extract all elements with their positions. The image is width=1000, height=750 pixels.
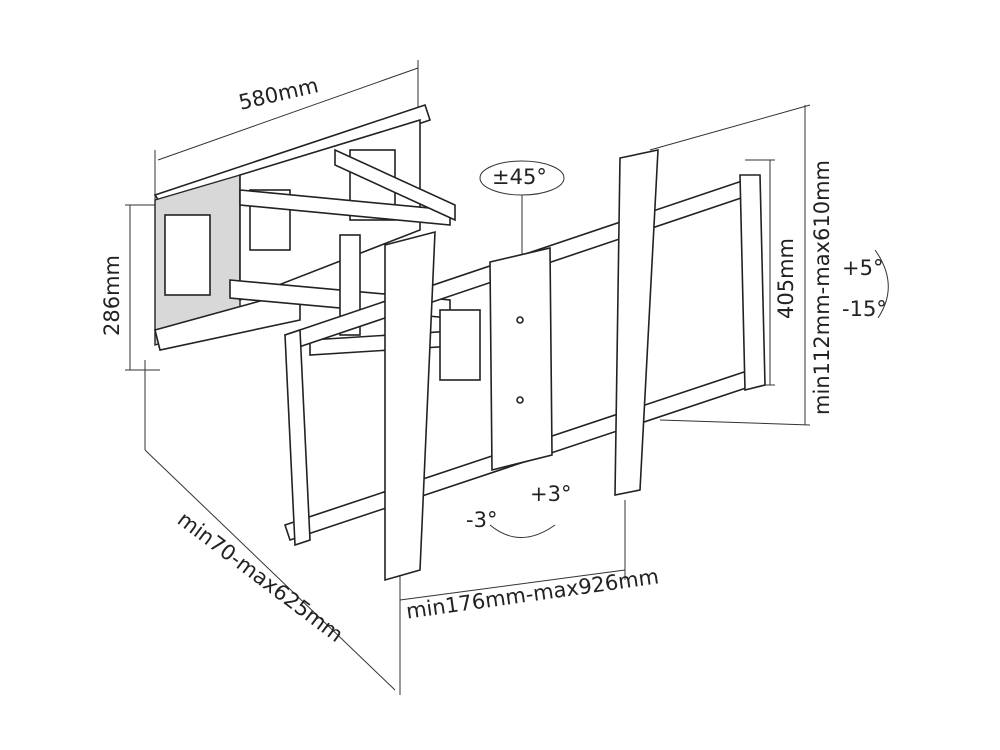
dimension-lines [125,60,889,695]
swivel-angle-label: ±45° [492,165,547,189]
tilt-down-label: -15° [842,297,887,321]
tilt-up-label: +5° [842,256,884,280]
vesa-height-label: 405mm [774,238,798,319]
center-bracket [489,246,553,472]
rotate-minus-label: -3° [466,508,498,532]
vertical-brackets [384,149,659,582]
vertical-range-label: min112mm-max610mm [810,160,834,415]
height-dimension-label: 286mm [100,255,124,336]
rotate-plus-label: +3° [530,482,572,506]
